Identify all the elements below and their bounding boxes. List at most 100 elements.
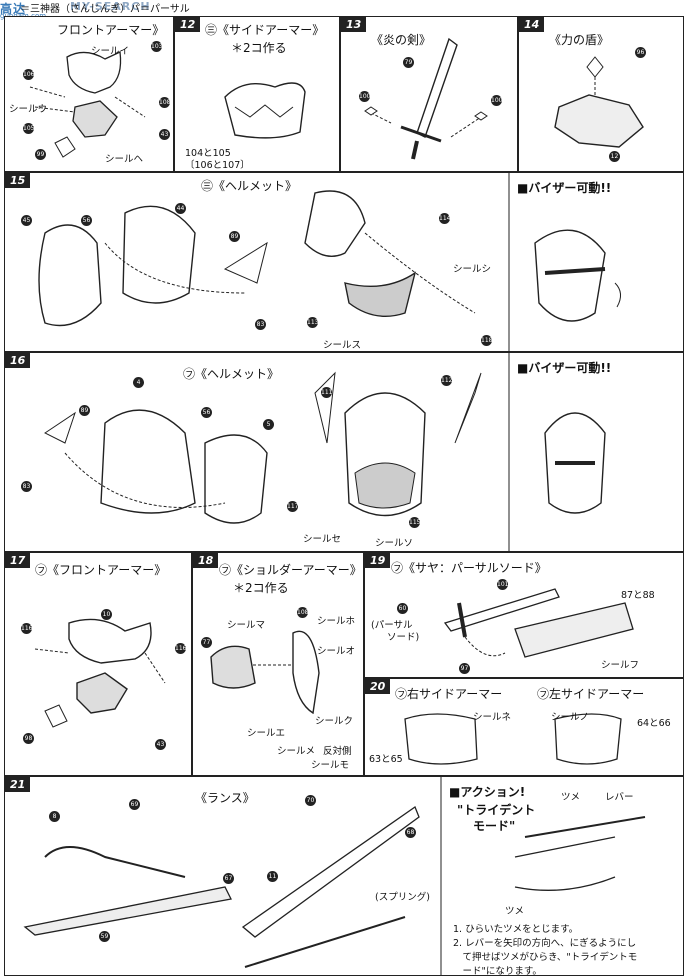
part-number: 70 — [305, 795, 316, 806]
part-number: 11 — [267, 871, 278, 882]
step-number: 12 — [175, 17, 201, 32]
instruction-line: 1. ひらいたツメをとじます。 — [453, 924, 579, 935]
step-13-panel: 13 《炎の剣》 79 100 100 — [340, 16, 518, 172]
seal-label: シールウ — [9, 104, 48, 115]
legend-text: ＝三神器（さんじんぎ）パ＝パーサル — [20, 4, 190, 15]
part-number: 108 — [297, 607, 309, 618]
seal-label: シールセ — [303, 534, 342, 545]
part-number: 45 — [21, 215, 32, 226]
seal-label: シールヘ — [105, 154, 144, 165]
step-number: 21 — [5, 777, 31, 792]
side-armor-illustration — [224, 82, 306, 139]
action-subtitle-1: "トライデント — [457, 803, 536, 817]
part-number: 115 — [409, 517, 421, 528]
step-number: 14 — [519, 17, 545, 32]
part-number: 116 — [175, 643, 187, 654]
watermark-logo: 高达 — [0, 2, 27, 16]
front-armor-illustration-2 — [34, 618, 166, 728]
part-number: 67 — [223, 873, 234, 884]
part-number: 43 — [155, 739, 166, 750]
part-number: 69 — [129, 799, 140, 810]
part-number: 56 — [201, 407, 212, 418]
step-19-panel: 19 ㋫《サヤ：パーサルソード》 (パーサル ソード) シールフ 60 101 … — [364, 552, 684, 678]
part-number: 5 — [263, 419, 274, 430]
action-title: ■アクション! — [449, 785, 526, 799]
seal-label: シールモ — [311, 760, 350, 771]
seal-label: (パーサル — [371, 620, 413, 631]
seal-label: シールエ — [247, 728, 286, 739]
parts-text: 104と105 — [185, 148, 231, 159]
parts-text: 〔106と107〕 — [185, 160, 250, 171]
parts-text: 64と66 — [637, 718, 671, 729]
step-number: 19 — [365, 553, 391, 568]
step-13-title: 《炎の剣》 — [371, 33, 432, 47]
part-number: 100 — [491, 95, 503, 106]
seal-label: ソード) — [387, 632, 420, 643]
part-number: 89 — [229, 231, 240, 242]
part-number: 111 — [321, 387, 333, 398]
make-two-note: ＊2コ作る — [233, 581, 289, 595]
part-number: 100 — [359, 91, 371, 102]
seal-label: シールマ — [227, 620, 266, 631]
part-number: 10 — [101, 609, 112, 620]
part-number: 96 — [635, 47, 646, 58]
part-number: 56 — [81, 215, 92, 226]
part-number: 101 — [497, 579, 509, 590]
part-number: 97 — [459, 663, 470, 674]
lance-illustration — [23, 777, 646, 975]
claw-label: ツメ — [505, 906, 525, 917]
step-number: 15 — [5, 173, 31, 188]
visor-title: ■バイザー可動!! — [517, 361, 612, 375]
instruction-line: て押せばツメがひらき、"トライデントモ — [453, 952, 638, 963]
step-18-panel: 18 ㋫《ショルダーアーマー》 ＊2コ作る シールマ シールホ シールオ シール… — [192, 552, 364, 776]
seal-label: シールソ — [375, 538, 414, 549]
part-number: 68 — [405, 827, 416, 838]
sword-sheath-illustration — [443, 588, 634, 658]
step-14-panel: 14 《力の盾》 96 12 — [518, 16, 684, 172]
part-number: 105 — [23, 123, 35, 134]
parts-text: 87と88 — [621, 590, 655, 601]
step-17-panel: 17 ㋫《フロントアーマー》 116 10 116 98 43 — [4, 552, 192, 776]
seal-label: シールス — [323, 340, 362, 351]
part-number: 77 — [201, 637, 212, 648]
part-number: 59 — [99, 931, 110, 942]
part-number: 106 — [23, 69, 35, 80]
part-number: 4 — [133, 377, 144, 388]
watermark-site: MY-SEARCH — [70, 0, 151, 13]
step-18-title: ㋫《ショルダーアーマー》 — [219, 563, 362, 577]
part-number: 83 — [255, 319, 266, 330]
step-number: 20 — [365, 679, 391, 694]
step-15-title: ㊂《ヘルメット》 — [201, 179, 298, 193]
shield-illustration — [554, 56, 644, 148]
action-subtitle-2: モード" — [473, 819, 516, 833]
part-number: 89 — [79, 405, 90, 416]
step-12-panel: 12 ㊂《サイドアーマー》 ＊2コ作る 104と105 〔106と107〕 — [174, 16, 340, 172]
step-17-title: ㋫《フロントアーマー》 — [35, 563, 167, 577]
instructions: 1. ひらいたツメをとじます。 2. レバーを矢印の方向へ、にぎるようにし て押… — [453, 923, 638, 976]
part-number: 60 — [397, 603, 408, 614]
instruction-line: ード"になります。 — [453, 966, 542, 976]
part-number: 108 — [159, 97, 171, 108]
part-number: 43 — [159, 129, 170, 140]
step-20-panel: 20 ㋫右サイドアーマー ㋫左サイドアーマー シールネ シールノ 63と65 6… — [364, 678, 684, 776]
part-number: 112 — [441, 375, 453, 386]
shoulder-armor-illustration — [210, 630, 320, 715]
part-number: 103 — [151, 41, 163, 52]
step-20-title-left: ㋫左サイドアーマー — [537, 687, 645, 701]
part-number: 44 — [175, 203, 186, 214]
step-14-title: 《力の盾》 — [549, 33, 610, 47]
seal-label: シールネ — [473, 712, 512, 723]
seal-label: シールメ — [277, 746, 316, 757]
step-11-title: フロントアーマー》 — [57, 23, 165, 37]
part-number: 8 — [49, 811, 60, 822]
parts-text: 63と65 — [369, 754, 403, 765]
seal-label: シールノ — [551, 712, 590, 723]
make-two-note: ＊2コ作る — [231, 41, 287, 55]
part-number: 114 — [439, 213, 451, 224]
step-number: 18 — [193, 553, 219, 568]
flame-sword-illustration — [364, 37, 488, 160]
step-number: 17 — [5, 553, 31, 568]
step-15-panel: 15 ㊂《ヘルメット》 ■バイザー可動!! シールシ シールス 45 56 44… — [4, 172, 684, 352]
part-number: 79 — [403, 57, 414, 68]
instruction-line: 2. レバーを矢印の方向へ、にぎるようにし — [453, 938, 637, 949]
